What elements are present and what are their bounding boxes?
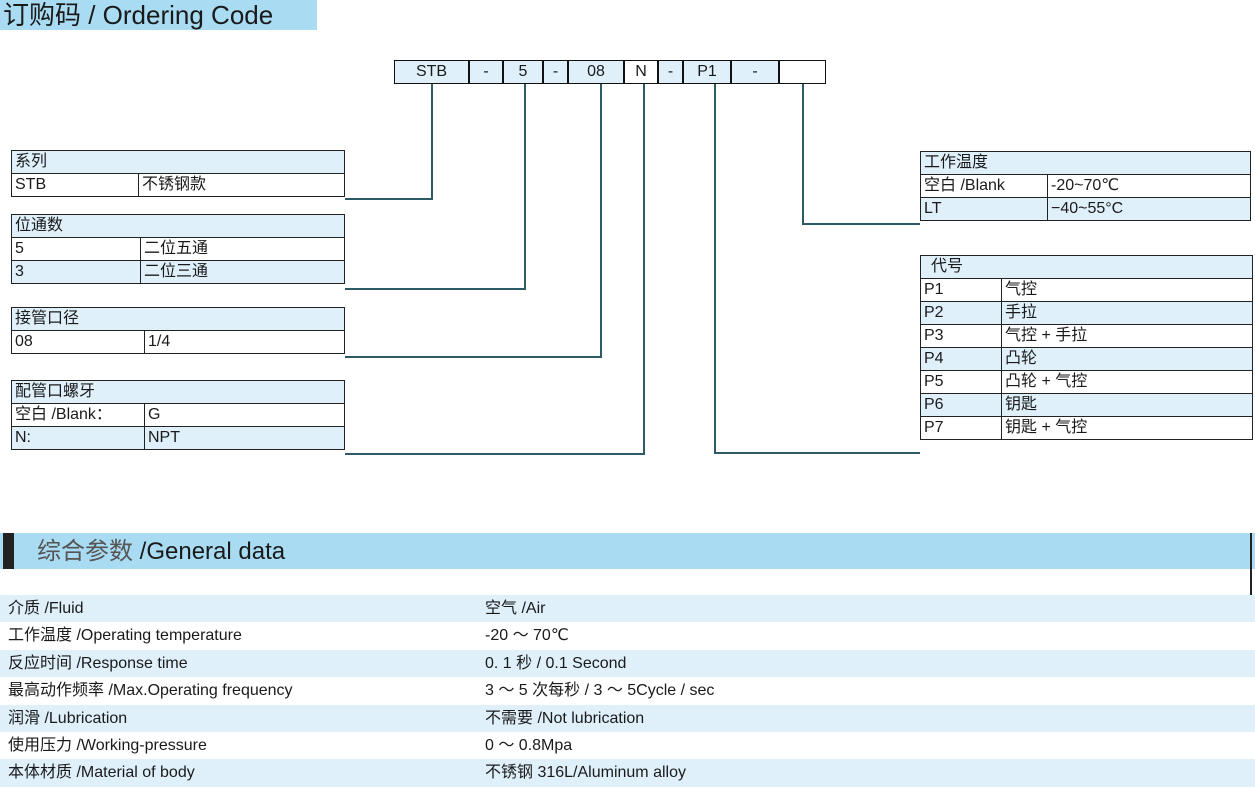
code-dash-box: -	[731, 60, 779, 84]
code-series-box: STB	[394, 60, 469, 84]
general-data-title-cn: 综合参数	[37, 538, 133, 565]
param-value: 空气 /Air	[485, 600, 546, 617]
general-data-row: 最高动作频率 /Max.Operating frequency 3 ～ 5 次每秒…	[0, 677, 1255, 704]
connector-temperature	[802, 84, 920, 225]
actuator-code: P1	[920, 278, 1002, 302]
series-desc: 不锈钢款	[138, 173, 345, 197]
actuator-desc: 钥匙	[1001, 393, 1253, 417]
param-value: 不锈钢 316L/Aluminum alloy	[485, 764, 686, 782]
code-dash-box: -	[658, 60, 683, 84]
param-label: 介质 /Fluid	[8, 600, 84, 617]
actuator-code: P4	[920, 347, 1002, 371]
general-data-title-en: /General data	[133, 538, 286, 565]
connector-actuator	[714, 84, 920, 454]
temperature-table: 工作温度 空白 /Blank -20~70℃ LT −40~55°C	[920, 151, 1251, 221]
actuator-header: 代号	[920, 255, 1253, 279]
port-size-table: 接管口径 08 1/4	[11, 307, 345, 354]
temperature-code: 空白 /Blank	[920, 174, 1048, 198]
general-data-row: 使用压力 /Working-pressure 0 ～ 0.8Mpa	[0, 732, 1255, 759]
port-size-desc: 1/4	[144, 330, 345, 354]
param-value: 不需要 /Not lubrication	[485, 709, 645, 727]
positions-desc: 二位三通	[140, 260, 345, 284]
series-code: STB	[11, 173, 139, 197]
general-data-row: 介质 /Fluid 空气 /Air	[0, 595, 1255, 623]
thread-table: 配管口螺牙 空白 /Blank： G N: NPT	[11, 380, 345, 450]
code-thread-box: N	[624, 60, 658, 84]
connector-positions	[345, 84, 526, 290]
series-table: 系列 STB 不锈钢款	[11, 150, 345, 197]
connector-port-size	[345, 84, 602, 358]
port-size-header: 接管口径	[11, 307, 345, 331]
param-label: 本体材质 /Material of body	[8, 764, 195, 782]
param-label: 润滑 /Lubrication	[8, 709, 128, 727]
series-header: 系列	[11, 150, 345, 174]
actuator-desc: 钥匙 + 气控	[1001, 416, 1253, 440]
general-data-row: 工作温度 /Operating temperature -20 ～ 70℃	[0, 622, 1255, 649]
actuator-code: P2	[920, 301, 1002, 325]
temperature-code: LT	[920, 197, 1048, 221]
param-label: 反应时间 /Response time	[8, 654, 188, 672]
param-value: 3 ～ 5 次每秒 / 3 ～ 5Cycle / sec	[485, 682, 715, 700]
positions-code: 3	[11, 260, 141, 284]
page-title: 订购码 / Ordering Code	[0, 0, 317, 30]
code-dash-box: -	[543, 60, 568, 84]
general-data-list: 介质 /Fluid 空气 /Air 工作温度 /Operating tempera…	[0, 595, 1255, 787]
code-port-size-box: 08	[568, 60, 624, 84]
thread-desc: NPT	[144, 426, 345, 450]
port-size-code: 08	[11, 330, 145, 354]
actuator-desc: 气控 + 手拉	[1001, 324, 1253, 348]
positions-header: 位通数	[11, 214, 345, 238]
actuator-code: P6	[920, 393, 1002, 417]
general-data-title: 综合参数 /General data	[37, 533, 285, 569]
param-label: 最高动作频率 /Max.Operating frequency	[8, 682, 293, 700]
connector-thread	[345, 84, 645, 455]
param-value: -20 ～ 70℃	[485, 627, 569, 645]
param-value: 0. 1 秒 / 0.1 Second	[485, 654, 627, 672]
code-dash-box: -	[469, 60, 503, 84]
temperature-desc: -20~70℃	[1047, 174, 1251, 198]
general-data-row: 本体材质 /Material of body 不锈钢 316L/Aluminum …	[0, 759, 1255, 787]
general-data-banner	[0, 533, 1255, 569]
param-label: 使用压力 /Working-pressure	[8, 736, 207, 754]
actuator-desc: 气控	[1001, 278, 1253, 302]
connector-series	[345, 84, 433, 200]
thread-code: N:	[11, 426, 145, 450]
actuator-desc: 手拉	[1001, 301, 1253, 325]
temperature-header: 工作温度	[920, 151, 1251, 175]
section-divider	[1250, 533, 1252, 595]
thread-desc: G	[144, 403, 345, 427]
param-value: 0 ～ 0.8Mpa	[485, 736, 573, 754]
general-data-row: 反应时间 /Response time 0. 1 秒 / 0.1 Second	[0, 649, 1255, 678]
code-temperature-box	[779, 60, 826, 84]
actuator-desc: 凸轮 + 气控	[1001, 370, 1253, 394]
positions-code: 5	[11, 237, 141, 261]
code-actuator-box: P1	[683, 60, 731, 84]
actuator-desc: 凸轮	[1001, 347, 1253, 371]
actuator-code: P5	[920, 370, 1002, 394]
param-label: 工作温度 /Operating temperature	[8, 627, 242, 645]
code-positions-box: 5	[503, 60, 543, 84]
actuator-code: P3	[920, 324, 1002, 348]
section-marker	[3, 533, 14, 569]
thread-code: 空白 /Blank：	[11, 403, 145, 427]
general-data-row: 润滑 /Lubrication 不需要 /Not lubrication	[0, 704, 1255, 732]
thread-header: 配管口螺牙	[11, 380, 345, 404]
positions-table: 位通数 5 二位五通 3 二位三通	[11, 214, 345, 284]
actuator-code: P7	[920, 416, 1002, 440]
temperature-desc: −40~55°C	[1047, 197, 1251, 221]
positions-desc: 二位五通	[140, 237, 345, 261]
